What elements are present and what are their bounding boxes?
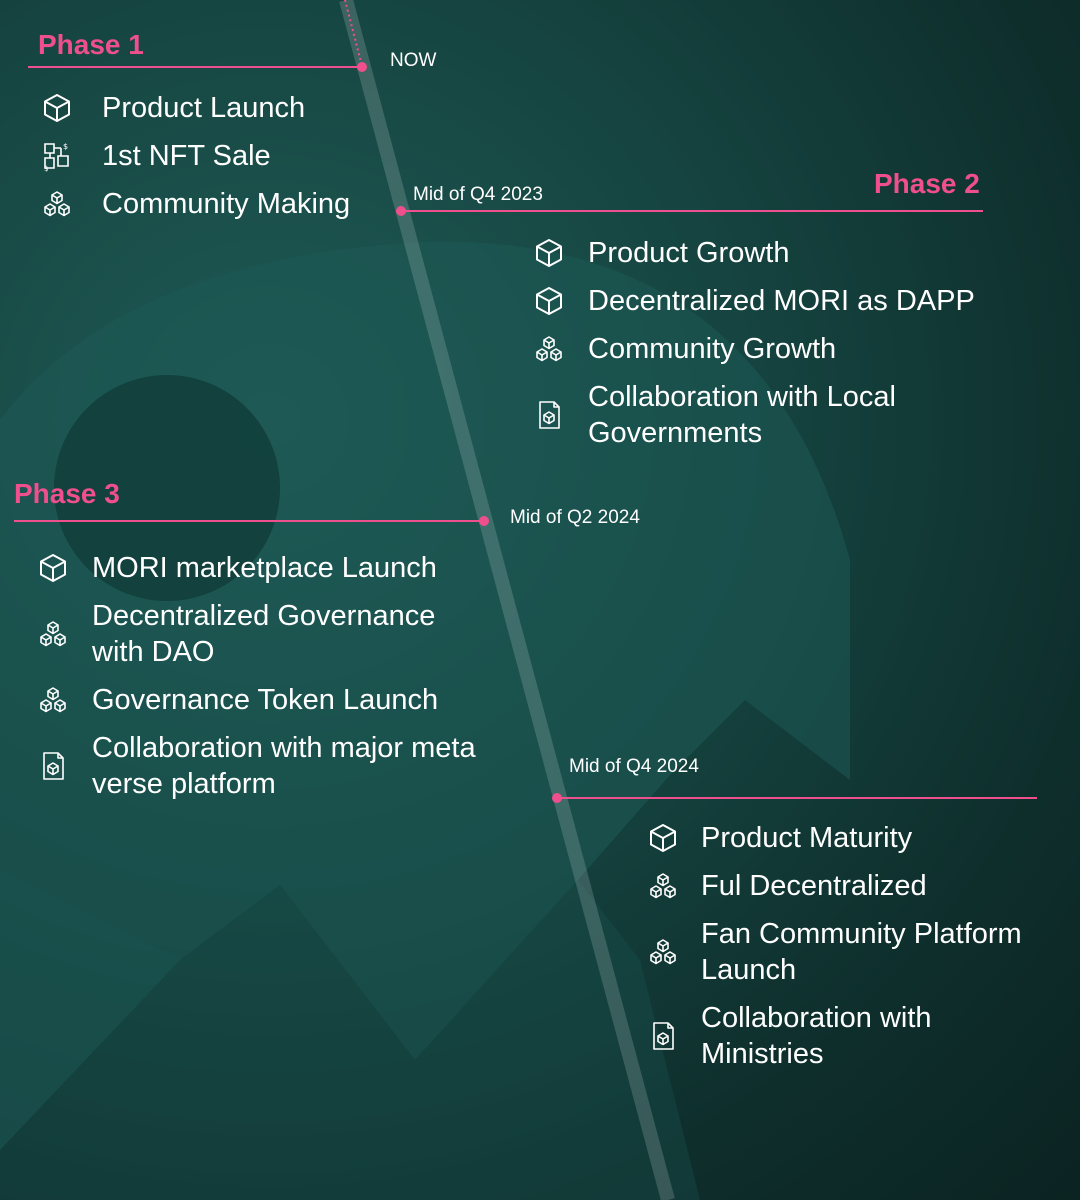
phase-1-title: Phase 1 (38, 29, 144, 60)
community-cubes-icon (646, 869, 680, 903)
item-label: Community Growth (588, 333, 837, 365)
list-item: Decentralized MORI as DAPP (532, 283, 1052, 319)
background-logo-dot (54, 375, 280, 601)
item-label: Fan Community Platform Launch (701, 918, 1022, 986)
document-cube-icon (532, 398, 566, 432)
item-label: Product Maturity (701, 822, 913, 854)
phase-4-line (557, 797, 1037, 799)
list-item: Governance Token Launch (36, 682, 516, 718)
now-connector (344, 0, 363, 67)
community-cubes-icon (646, 935, 680, 969)
list-item: Decentralized Governance with DAO (36, 598, 516, 670)
phase-1-items: Product Launch $$ 1st NFT Sale Community… (40, 90, 400, 234)
item-label: Community Making (102, 188, 351, 220)
list-item: Collaboration with Local Governments (532, 379, 1052, 451)
phase-4-date: Mid of Q4 2024 (569, 756, 699, 777)
list-item: $$ 1st NFT Sale (40, 138, 400, 174)
list-item: Community Making (40, 186, 400, 222)
list-item: Collaboration with major meta verse plat… (36, 730, 516, 802)
item-label: Collaboration with major meta verse plat… (92, 732, 476, 800)
community-cubes-icon (532, 332, 566, 366)
phase-3-date: Mid of Q2 2024 (510, 507, 640, 528)
cube-icon (646, 821, 680, 855)
item-label: Product Launch (102, 92, 306, 124)
svg-text:$: $ (63, 142, 68, 151)
cube-icon (532, 284, 566, 318)
phase-2-title: Phase 2 (874, 168, 980, 199)
list-item: Product Growth (532, 235, 1052, 271)
item-label: Governance Token Launch (92, 684, 439, 716)
phase-3-items: MORI marketplace Launch Decentralized Go… (36, 550, 516, 814)
list-item: Fan Community Platform Launch (646, 916, 1066, 988)
phase-3-line (14, 520, 484, 522)
cube-icon (40, 91, 74, 125)
phase-3-title: Phase 3 (14, 478, 120, 509)
svg-text:$: $ (44, 165, 48, 172)
now-label: NOW (390, 50, 437, 71)
background-logo-lower-arc (0, 870, 700, 1200)
item-label: MORI marketplace Launch (92, 552, 437, 584)
phase-2-items: Product Growth Decentralized MORI as DAP… (532, 235, 1052, 463)
phase-4-marker (552, 793, 562, 803)
item-label: 1st NFT Sale (102, 140, 271, 172)
item-label: Product Growth (588, 237, 790, 269)
list-item: Product Maturity (646, 820, 1066, 856)
item-label: Collaboration with Ministries (701, 1002, 932, 1070)
item-label: Ful Decentralized (701, 870, 927, 902)
phase-1-marker (357, 62, 367, 72)
list-item: Collaboration with Ministries (646, 1000, 1066, 1072)
timeline-axis (339, 0, 675, 1200)
cube-icon (532, 236, 566, 270)
community-cubes-icon (36, 683, 70, 717)
phase-2-marker (396, 206, 406, 216)
item-label: Decentralized Governance with DAO (92, 600, 436, 668)
community-cubes-icon (40, 187, 74, 221)
phase-2-date: Mid of Q4 2023 (413, 184, 543, 205)
community-cubes-icon (36, 617, 70, 651)
phase-3-marker (479, 516, 489, 526)
phase-2-line (401, 210, 983, 212)
phase-4-items: Product Maturity Ful Decentralized Fan C… (646, 820, 1066, 1084)
list-item: Product Launch (40, 90, 400, 126)
document-cube-icon (36, 749, 70, 783)
document-cube-icon (646, 1019, 680, 1053)
nft-sale-icon: $$ (40, 139, 74, 173)
item-label: Collaboration with Local Governments (588, 381, 896, 449)
list-item: MORI marketplace Launch (36, 550, 516, 586)
list-item: Community Growth (532, 331, 1052, 367)
cube-icon (36, 551, 70, 585)
list-item: Ful Decentralized (646, 868, 1066, 904)
phase-1-line (28, 66, 362, 68)
item-label: Decentralized MORI as DAPP (588, 285, 975, 317)
